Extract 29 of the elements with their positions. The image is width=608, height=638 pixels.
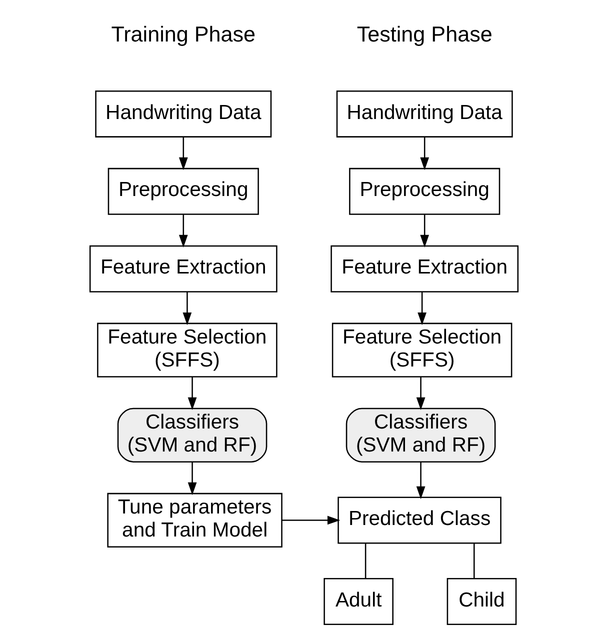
arrow (418, 292, 427, 326)
arrow (420, 214, 430, 248)
arrow (182, 292, 192, 326)
arrow (178, 214, 188, 248)
node-box: Feature Selection (SFFS) (332, 322, 512, 378)
arrow (188, 377, 197, 410)
connector (473, 543, 475, 578)
label: Training Phase (111, 22, 256, 47)
node-box: Predicted Class (338, 496, 502, 544)
node-box: Tune parameters and Train Model (107, 492, 282, 548)
node-box: Child (446, 578, 517, 625)
arrow (188, 462, 197, 496)
node-box: Feature Extraction (330, 245, 519, 292)
node-box: Classifiers (SVM and RF) (346, 408, 496, 462)
arrow (282, 516, 340, 525)
node-box: Preprocessing (108, 168, 259, 215)
node-box: Feature Selection (SFFS) (97, 322, 278, 378)
arrow (416, 462, 426, 500)
node-box: Adult (324, 578, 394, 625)
arrow (416, 377, 426, 410)
node-box: Handwriting Data (95, 90, 272, 138)
node-box: Handwriting Data (336, 90, 513, 138)
node-box: Preprocessing (349, 168, 500, 215)
connector (364, 543, 366, 578)
node-box: Classifiers (SVM and RF) (117, 408, 268, 462)
node-box: Feature Extraction (89, 245, 278, 292)
arrow (420, 137, 430, 170)
arrow (178, 137, 188, 170)
label: Testing Phase (356, 22, 492, 47)
